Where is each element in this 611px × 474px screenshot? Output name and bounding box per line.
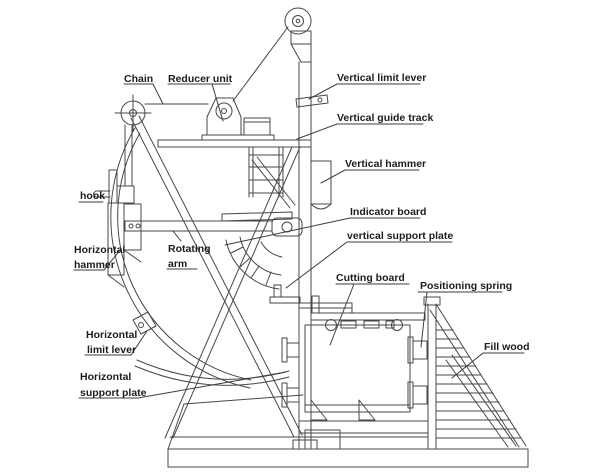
- label-cutting-board: Cutting board: [336, 272, 405, 284]
- fill-wood: [423, 296, 527, 449]
- label-horizontal-hammer-2: hammer: [74, 259, 115, 271]
- label-vertical-guide-track: Vertical guide track: [337, 112, 433, 124]
- vertical-limit-lever: [295, 94, 329, 108]
- positioning-springs: [281, 336, 428, 409]
- vertical-hammer: [310, 160, 332, 210]
- label-horizontal-support-plate-1: Horizontal: [80, 371, 131, 383]
- base-platform: [167, 394, 529, 468]
- label-horizontal-limit-lever-1: Horizontal: [86, 329, 137, 341]
- arm-hub: [271, 217, 303, 237]
- reducer-unit: [201, 97, 275, 141]
- horizontal-limit-lever: [132, 311, 157, 335]
- callout-labels: Chain Reducer unit Vertical limit lever …: [74, 72, 530, 399]
- work-table: [157, 139, 312, 148]
- label-horizontal-hammer-1: Horizontal: [74, 244, 125, 256]
- label-indicator-board: Indicator board: [350, 206, 426, 218]
- chain: [144, 26, 289, 105]
- label-chain: Chain: [124, 73, 153, 85]
- label-rotating-arm-2: arm: [168, 258, 187, 270]
- label-fill-wood: Fill wood: [484, 341, 530, 353]
- indicator-board: [221, 211, 293, 290]
- fill-wood-slats: [435, 329, 522, 439]
- label-hook: hook: [80, 190, 105, 202]
- label-reducer-unit: Reducer unit: [168, 73, 233, 85]
- label-positioning-spring: Positioning spring: [420, 280, 512, 292]
- callout-leaders: [73, 83, 525, 399]
- label-vertical-hammer: Vertical hammer: [345, 158, 426, 170]
- label-horizontal-limit-lever-2: limit lever: [87, 344, 136, 356]
- cutting-board-box: [304, 324, 411, 421]
- frame-legs: [130, 115, 303, 439]
- label-vertical-limit-lever: Vertical limit lever: [337, 72, 426, 84]
- chain-wheel: [114, 94, 152, 187]
- label-vertical-support-plate: vertical support plate: [347, 230, 453, 242]
- motor: [243, 117, 271, 136]
- ladder: [248, 146, 296, 209]
- label-rotating-arm-1: Rotating: [168, 243, 211, 255]
- top-pulley: [284, 7, 312, 63]
- vertical-support-plate: [269, 284, 301, 304]
- horizontal-hammer: [107, 185, 142, 288]
- label-horizontal-support-plate-2: support plate: [80, 387, 147, 399]
- rotating-arm: [124, 220, 273, 232]
- vertical-guide-track: [292, 61, 318, 450]
